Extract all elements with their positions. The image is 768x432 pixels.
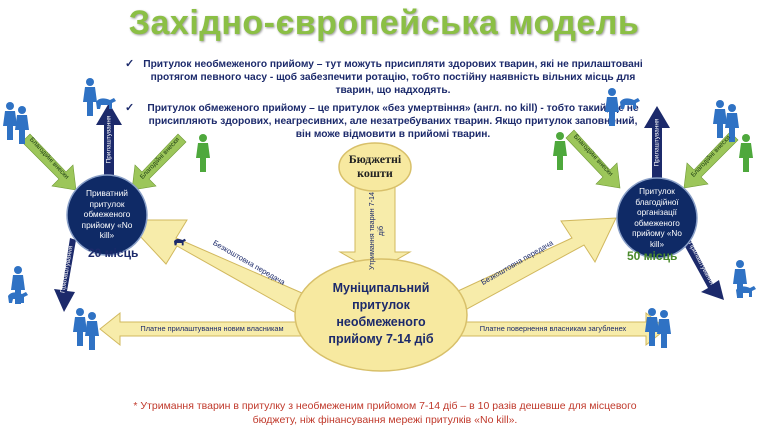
definition-unlimited: ✓ Притулок необмеженого прийому – тут мо…	[125, 58, 645, 97]
definition-limited: ✓ Притулок обмеженого прийому – це приту…	[125, 102, 645, 141]
right-shelter-capacity: 50 місць	[627, 249, 678, 263]
checkmark-icon: ✓	[125, 58, 135, 70]
free-transfer-left-label: Безкоштовна передача	[211, 238, 287, 287]
page-title: Західно-європейська модель	[128, 4, 640, 42]
charity-left-a-label: Благодійні внески	[27, 136, 71, 181]
left-shelter-capacity: 20 місць	[88, 246, 139, 260]
free-transfer-right-label: Безкоштовна передача	[479, 238, 555, 287]
definitions-list: ✓ Притулок необмеженого прийому – тут мо…	[125, 58, 645, 146]
municipal-label: Муніципальний притулок необмеженого прий…	[328, 281, 434, 346]
definition-limited-text: Притулок обмеженого прийому – це притуло…	[147, 103, 639, 140]
placement-down-right-label: Прилаштування	[686, 240, 716, 287]
placement-down-left-label: Прилаштування	[59, 245, 75, 294]
placement-up-left-label: Прилаштування	[105, 115, 113, 164]
footnote: * Утримання тварин в притулку з необмеже…	[133, 400, 637, 426]
paid-adoption-label: Платне прилаштування новим власникам	[140, 324, 284, 333]
right-shelter-label: Притулок благодійної організації обмежен…	[632, 187, 682, 249]
maintenance-arrow-label: Утримання тварин 7-14 діб	[367, 191, 385, 271]
charity-right-b-label: Благодійні внески	[689, 134, 733, 179]
left-shelter-label: Приватний притулок обмеженого прийому «N…	[81, 188, 133, 240]
dog-icons	[174, 238, 186, 246]
checkmark-icon: ✓	[125, 102, 135, 114]
budget-label: Бюджетні кошти	[348, 152, 402, 180]
placement-up-right-label: Прилаштування	[653, 118, 661, 167]
arrow-free-transfer-right	[444, 217, 617, 316]
paid-return-label: Платне повернення власникам загубленех	[479, 324, 627, 333]
arrow-free-transfer-left	[123, 219, 319, 319]
definition-unlimited-text: Притулок необмеженого прийому – тут можу…	[143, 59, 643, 96]
